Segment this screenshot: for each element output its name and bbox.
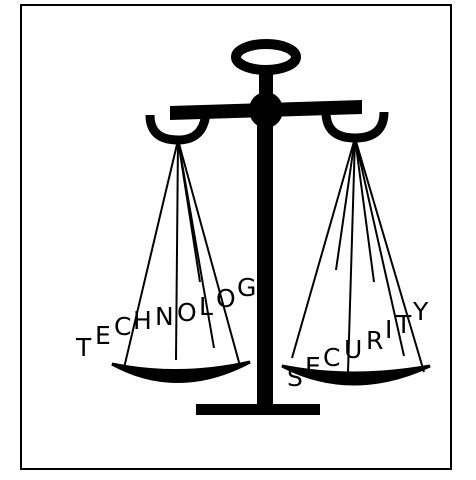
security-letter: C (323, 343, 340, 372)
scale-right-hook (326, 112, 384, 138)
scale-neck (259, 68, 273, 94)
technology-letter: O (216, 284, 236, 313)
technology-letter: G (237, 273, 256, 302)
technology-label: T E C H N O L O G Y (75, 257, 273, 362)
technology-letter: O (177, 298, 197, 327)
scale-top-ring (236, 44, 296, 70)
security-letter: I (385, 315, 392, 344)
scale-base (196, 404, 320, 415)
security-letter: E (305, 352, 321, 381)
technology-letter: T (75, 333, 92, 362)
security-letter: R (366, 326, 383, 355)
technology-letter: Y (256, 257, 273, 286)
left-pan (112, 362, 250, 382)
security-letter: S (287, 363, 303, 392)
security-letter: U (344, 335, 362, 364)
technology-letter: C (114, 312, 131, 341)
security-letter: Y (412, 297, 429, 326)
technology-letter: E (95, 321, 111, 350)
technology-letter: L (199, 292, 213, 321)
security-letter: T (395, 310, 412, 339)
technology-letter: H (133, 306, 152, 335)
balance-scale-icon (112, 44, 430, 415)
technology-letter: N (155, 302, 174, 331)
scale-beam (170, 100, 362, 120)
